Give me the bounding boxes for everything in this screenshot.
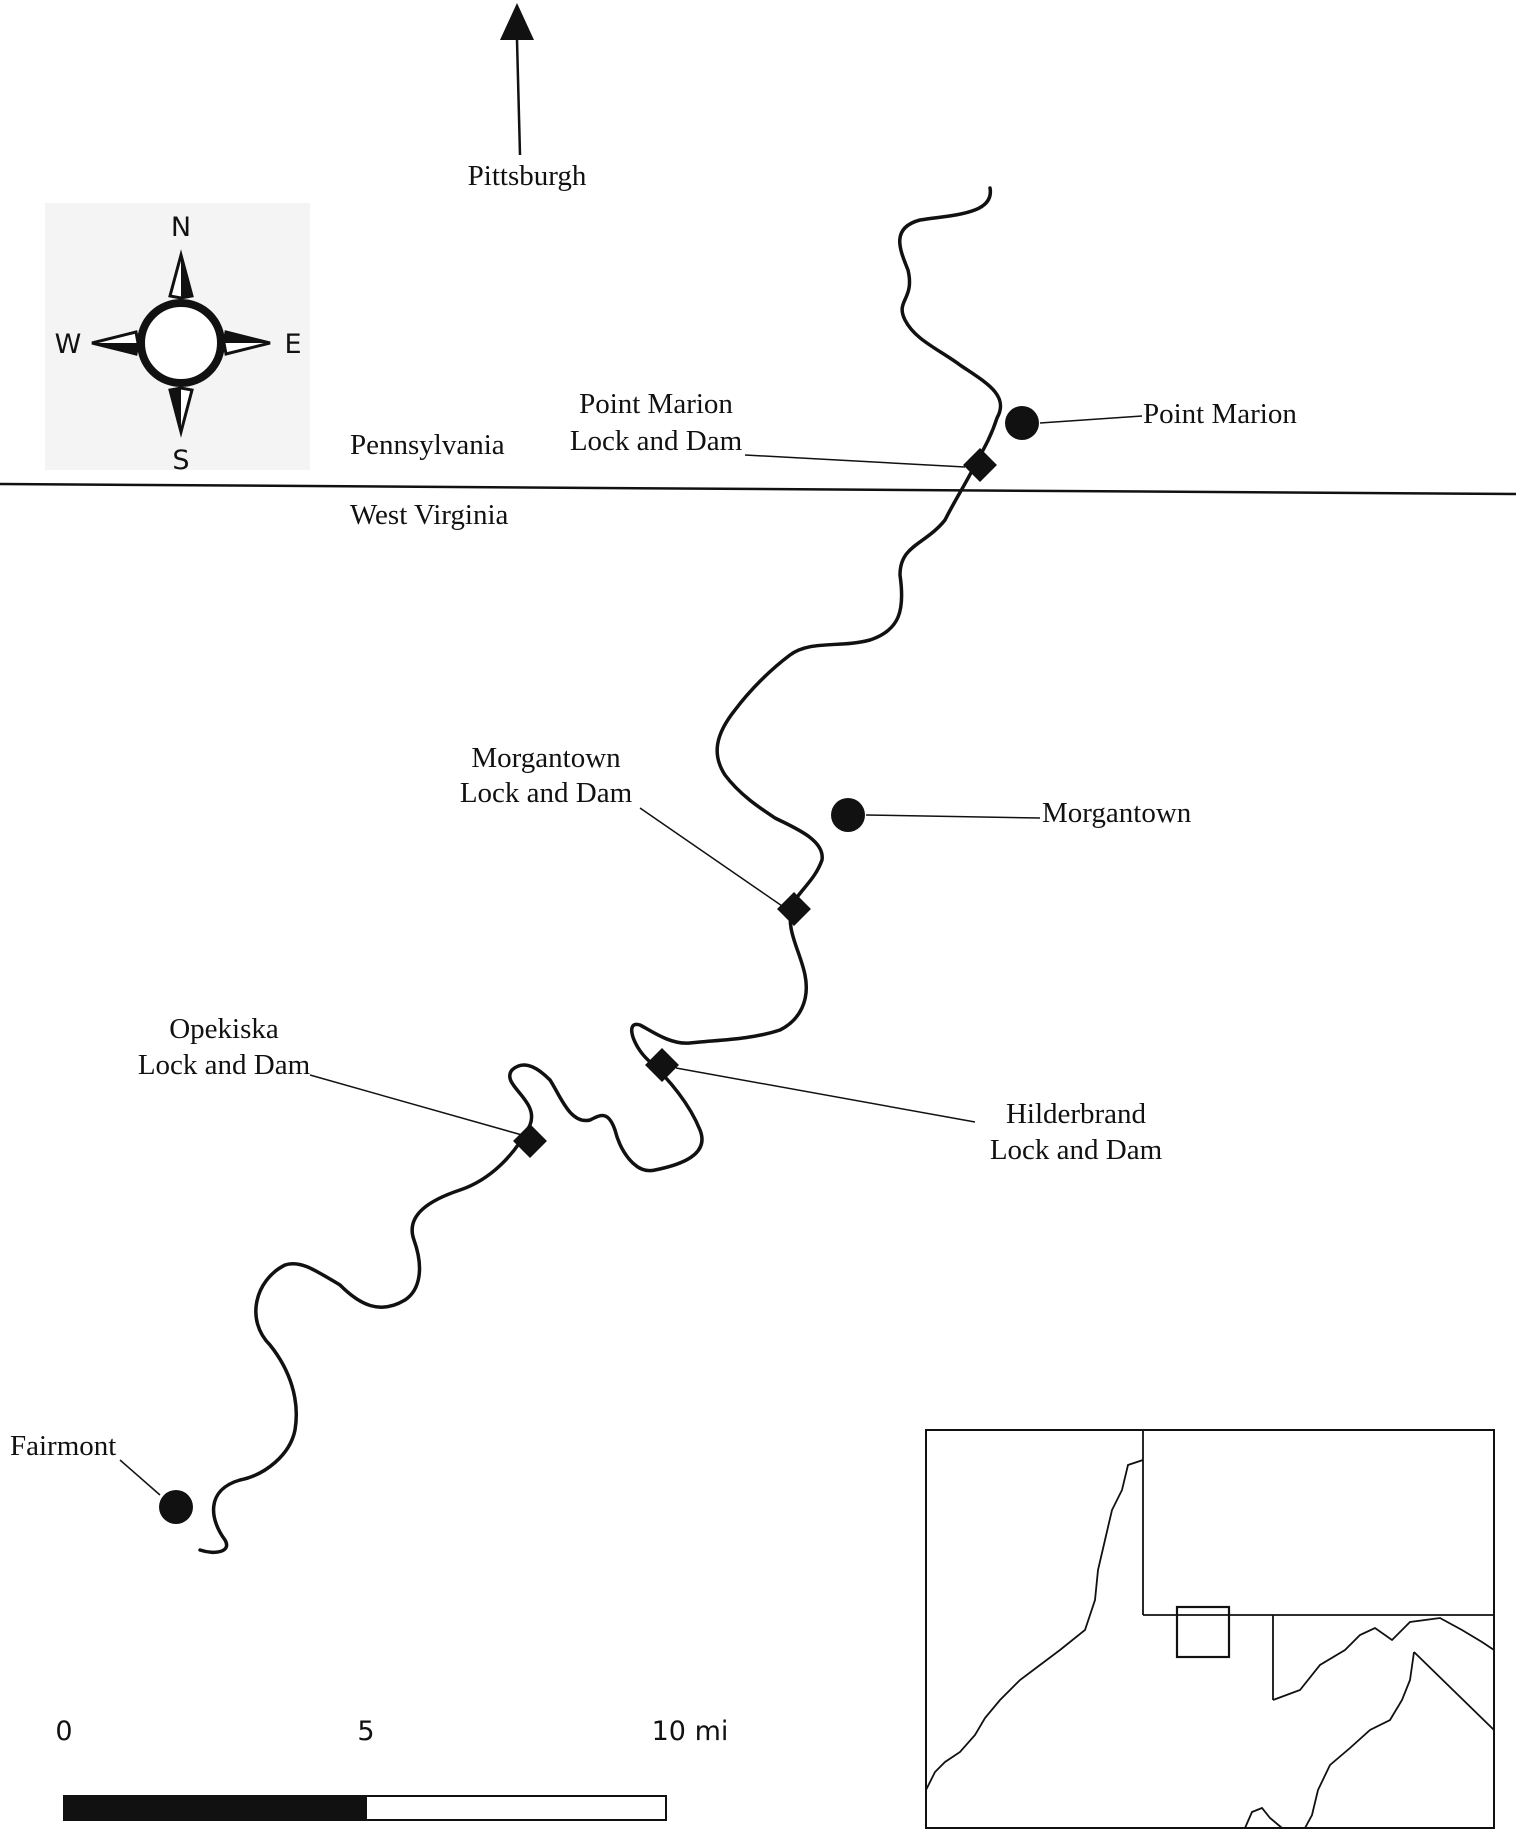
town-marker-icon — [159, 1490, 193, 1524]
lock-point-marion: Point Marion Lock and Dam — [570, 388, 997, 482]
hilderbrand-lock-line2: Lock and Dam — [990, 1134, 1163, 1166]
lock-marker-icon — [777, 892, 811, 926]
scale-bar: 0 5 10 mi — [55, 1716, 729, 1821]
town-point-marion: Point Marion — [1005, 398, 1297, 440]
town-marker-icon — [1005, 406, 1039, 440]
locator-inset — [925, 1429, 1495, 1829]
lock-opekiska: Opekiska Lock and Dam — [138, 1013, 547, 1158]
town-morgantown: Morgantown — [831, 797, 1192, 832]
study-area-box — [1175, 1605, 1231, 1659]
town-marker-icon — [831, 798, 865, 832]
scale-tick-10: 10 mi — [652, 1716, 729, 1747]
morgantown-lock-line2: Lock and Dam — [460, 777, 633, 809]
scale-tick-5: 5 — [357, 1716, 374, 1747]
town-fairmont: Fairmont — [10, 1430, 193, 1524]
point-marion-town-label: Point Marion — [1143, 398, 1297, 430]
morgantown-town-label: Morgantown — [1042, 797, 1192, 829]
state-boundary: Pennsylvania West Virginia — [0, 429, 1517, 531]
compass-e-label: E — [284, 329, 301, 360]
opekiska-lock-line2: Lock and Dam — [138, 1049, 311, 1081]
compass-icon — [91, 249, 271, 438]
compass-rose: N S W E — [45, 203, 310, 476]
point-marion-lock-line1: Point Marion — [579, 388, 733, 420]
lock-marker-icon — [963, 448, 997, 482]
lock-marker-icon — [513, 1124, 547, 1158]
compass-s-label: S — [172, 445, 189, 476]
compass-w-label: W — [55, 329, 82, 360]
arrowhead-icon — [500, 3, 534, 40]
pennsylvania-label: Pennsylvania — [350, 429, 505, 461]
pittsburgh-label: Pittsburgh — [468, 160, 587, 192]
west-virginia-label: West Virginia — [350, 499, 508, 531]
morgantown-lock-line1: Morgantown — [471, 742, 621, 774]
opekiska-lock-line1: Opekiska — [169, 1013, 279, 1045]
fairmont-town-label: Fairmont — [10, 1430, 116, 1462]
point-marion-lock-line2: Lock and Dam — [570, 425, 743, 457]
scale-tick-0: 0 — [55, 1716, 72, 1747]
lock-marker-icon — [645, 1048, 679, 1082]
lock-hilderbrand: Hilderbrand Lock and Dam — [645, 1048, 1163, 1166]
compass-n-label: N — [171, 212, 191, 243]
north-arrow: Pittsburgh — [468, 3, 587, 192]
hilderbrand-lock-line1: Hilderbrand — [1006, 1098, 1147, 1130]
lock-morgantown: Morgantown Lock and Dam — [460, 742, 811, 926]
